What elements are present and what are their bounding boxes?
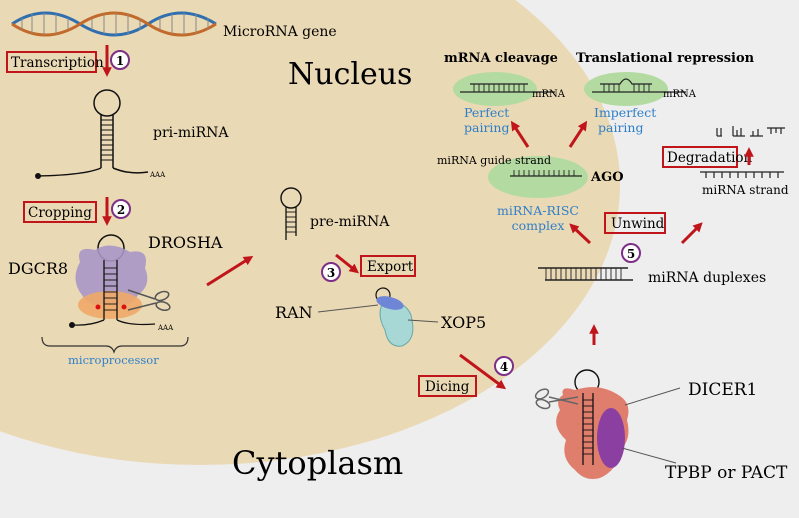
pri-mirna-cap — [35, 173, 41, 179]
export-box — [360, 255, 416, 277]
xop5-label: XOP5 — [441, 313, 486, 332]
translational-repression-title: Translational repression — [576, 51, 755, 66]
arrow-export — [335, 253, 359, 274]
step-1-badge — [110, 50, 130, 70]
repression-mrna-strands — [592, 78, 686, 93]
microprocessor-aaa: AAA — [157, 324, 174, 332]
ago-oval — [488, 156, 588, 198]
pre-mirna-hairpin — [280, 187, 302, 240]
tpbp-leader — [621, 447, 677, 464]
drosha-label: DROSHA — [148, 233, 223, 252]
step-5-number: 5 — [627, 247, 635, 261]
repression-oval — [584, 72, 668, 106]
arrow-to-cleavage — [510, 120, 530, 148]
scissors-icon — [127, 289, 171, 312]
risc-guide-strand — [510, 170, 582, 177]
pre-mirna-label: pre-miRNA — [310, 214, 390, 230]
pri-mirna-label: pri-miRNA — [153, 125, 229, 141]
guide-strand-label: miRNA guide strand — [437, 154, 551, 167]
arrow-to-pre-mirna — [206, 255, 254, 287]
xop5-leader — [407, 319, 439, 323]
imperfect-label-line1: Imperfect — [594, 105, 656, 120]
xop5-shape — [379, 299, 414, 347]
unwind-box — [604, 212, 666, 234]
ran-label: RAN — [275, 303, 313, 322]
arrow-to-risc — [569, 223, 592, 245]
cleavage-mrna-label: mRNA — [532, 89, 566, 100]
dgcr8-shape — [78, 291, 142, 319]
microrna-gene-label: MicroRNA gene — [223, 24, 337, 40]
step-1-number: 1 — [116, 54, 124, 68]
dna-helix-icon — [11, 11, 217, 37]
perfect-label-line2: pairing — [464, 120, 509, 135]
risc-label-line2: complex — [512, 218, 565, 233]
microprocessor-label: microprocessor — [68, 353, 159, 367]
ran-leader — [317, 304, 379, 313]
duplexes-label: miRNA duplexes — [648, 270, 766, 286]
dicer-complex — [556, 369, 629, 479]
cropping-label: Cropping — [28, 205, 92, 221]
ran-shape — [376, 296, 404, 310]
dicer-scissors-icon — [534, 388, 579, 410]
dicer1-leader — [624, 387, 681, 406]
pri-mirna-aaa: AAA — [149, 171, 166, 179]
nucleus-title: Nucleus — [288, 57, 412, 92]
ago-label: AGO — [590, 170, 624, 185]
nucleus-region — [0, 0, 620, 465]
unwind-label: Unwind — [611, 216, 665, 232]
dicer1-label: DICER1 — [688, 380, 757, 400]
step-4-badge — [494, 356, 514, 376]
arrow-to-repression — [568, 120, 588, 148]
step-2-badge — [111, 199, 131, 219]
mirna-strand-label: miRNA strand — [702, 183, 789, 197]
cleavage-oval — [453, 72, 537, 106]
cropping-box — [23, 201, 97, 223]
imperfect-label-line2: pairing — [598, 120, 643, 135]
dgcr8-label: DGCR8 — [8, 259, 68, 278]
transcription-label: Transcription — [11, 55, 104, 71]
transcription-box — [6, 51, 97, 73]
step-2-number: 2 — [117, 203, 125, 217]
step-4-number: 4 — [500, 360, 508, 374]
step-3-number: 3 — [327, 266, 335, 280]
ran-xop5-complex — [375, 287, 414, 347]
degradation-label: Degradation — [667, 150, 753, 166]
export-label: Export — [367, 259, 414, 275]
dicing-box — [418, 375, 477, 397]
dicing-label: Dicing — [425, 379, 470, 395]
pri-mirna-hairpin — [37, 89, 149, 177]
degradation-box — [662, 146, 738, 168]
cytoplasm-title: Cytoplasm — [232, 444, 403, 482]
arrow-dicing — [459, 353, 507, 390]
arrow-to-degradation-strand — [680, 222, 703, 245]
cleavage-mrna-strands — [460, 83, 555, 93]
mrna-cleavage-title: mRNA cleavage — [444, 51, 558, 66]
microprocessor-brace — [41, 336, 189, 354]
mirna-strand — [700, 171, 784, 178]
degraded-strand-fragments — [716, 126, 785, 137]
tpbp-shape — [597, 408, 625, 468]
risc-label-line1: miRNA-RISC — [497, 203, 579, 218]
perfect-label-line1: Perfect — [464, 105, 509, 120]
step-3-badge — [321, 262, 341, 282]
tpbp-label: TPBP or PACT — [665, 463, 788, 483]
repression-mrna-label: mRNA — [663, 89, 697, 100]
step-5-badge — [621, 243, 641, 263]
mirna-duplex — [538, 267, 633, 281]
